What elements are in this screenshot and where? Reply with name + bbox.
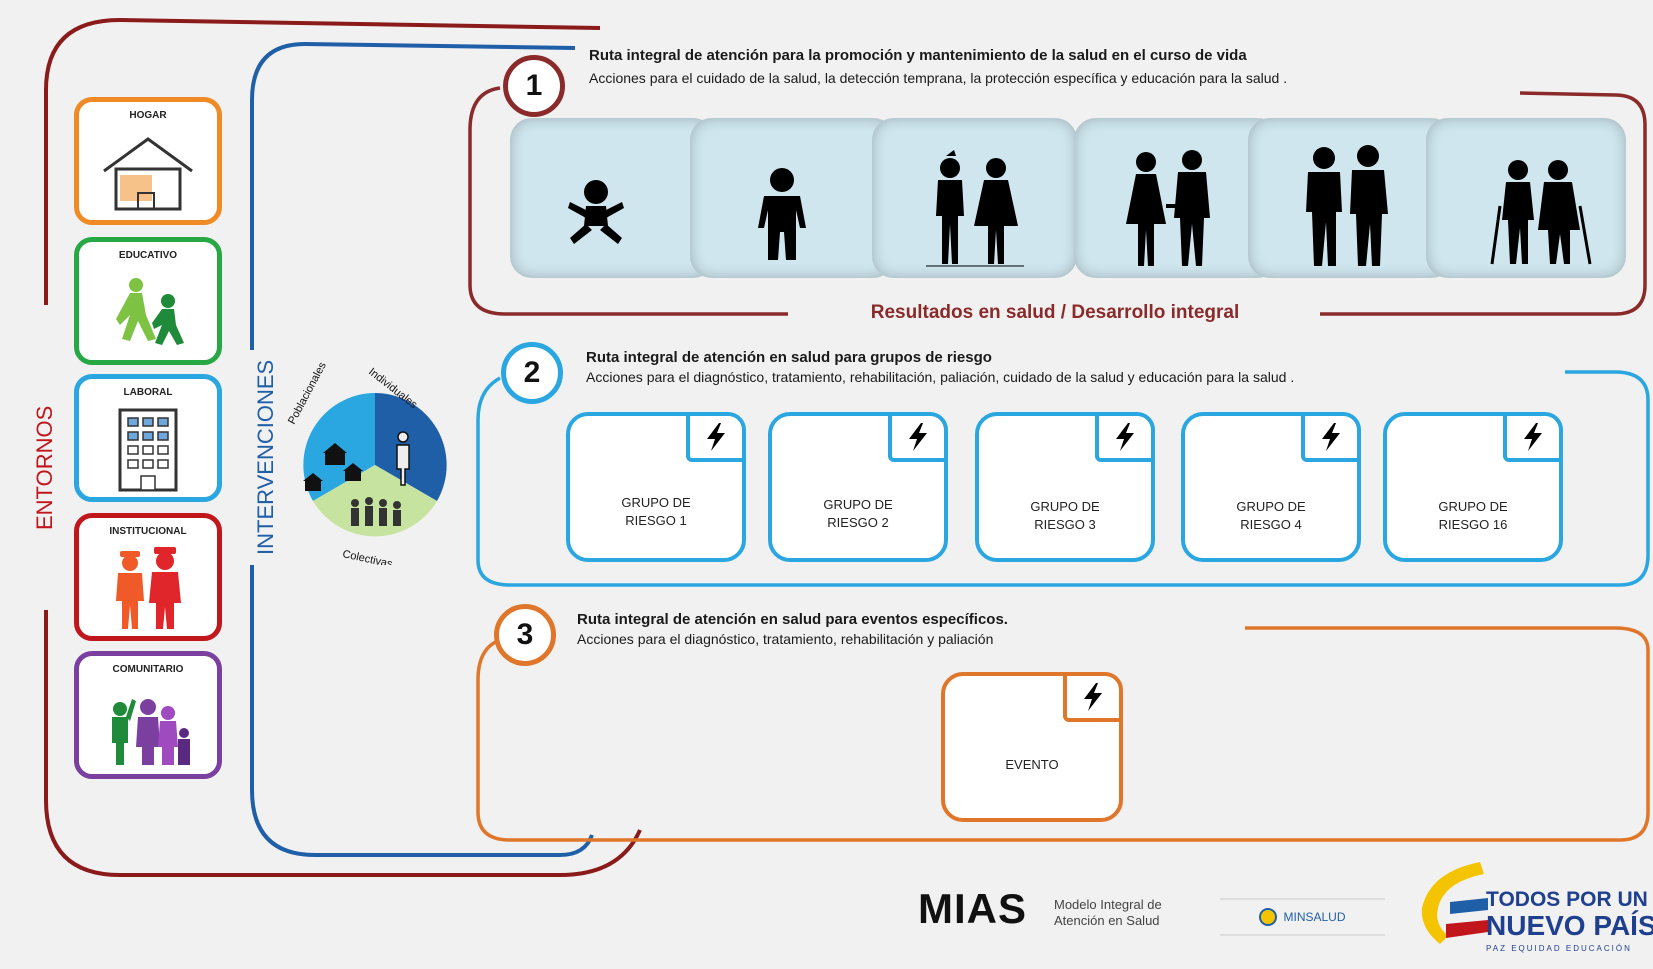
route2-number: 2 <box>501 342 563 404</box>
intervenciones-frame <box>250 41 594 857</box>
env-educativo-label: EDUCATIVO <box>118 250 178 261</box>
house-icon <box>79 128 217 218</box>
risk-group-card: GRUPO DE RIESGO 1 <box>566 412 746 562</box>
colombia-flag-logo <box>1421 862 1488 944</box>
env-comunitario-label: COMUNITARIO <box>112 664 184 675</box>
interventions-pie: Poblacionales Individuales Colectivas <box>286 360 447 565</box>
lightning-icon <box>1503 412 1563 462</box>
risk-group-line1: GRUPO DE <box>621 495 691 510</box>
risk-group-card: GRUPO DE RIESGO 3 <box>975 412 1155 562</box>
minsalud-logo: MINSALUD <box>1220 898 1385 936</box>
route3-title: Ruta integral de atención en salud para … <box>577 611 1008 628</box>
env-institucional: INSTITUCIONAL <box>74 513 222 641</box>
env-hogar: HOGAR <box>74 97 222 225</box>
risk-group-card: GRUPO DE RIESGO 16 <box>1383 412 1563 562</box>
office-building-icon <box>79 405 217 495</box>
mias-logo: MIAS <box>918 885 1027 932</box>
child-icon <box>758 168 806 260</box>
adults-icon <box>1306 145 1388 266</box>
event-card: EVENTO <box>941 672 1123 822</box>
baby-icon <box>568 180 624 244</box>
coat-of-arms-icon <box>1259 908 1278 926</box>
route2-title: Ruta integral de atención en salud para … <box>586 349 992 366</box>
env-comunitario: COMUNITARIO <box>74 651 222 779</box>
env-laboral-label: LABORAL <box>123 387 173 398</box>
risk-group-line2: RIESGO 16 <box>1438 517 1508 532</box>
lightning-icon <box>1095 412 1155 462</box>
route3-subtitle: Acciones para el diagnóstico, tratamient… <box>577 631 994 647</box>
todos-line2: NUEVO PAÍS <box>1486 910 1653 941</box>
event-label: EVENTO <box>1005 757 1059 772</box>
life-stage-teens <box>872 118 1077 278</box>
risk-group-line2: RIESGO 4 <box>1240 517 1302 532</box>
life-stage-young-adults <box>1074 118 1279 278</box>
young-adults-icon <box>1126 150 1210 266</box>
entornos-frame <box>44 17 642 877</box>
risk-group-line1: GRUPO DE <box>1030 499 1100 514</box>
life-stage-baby <box>510 118 715 278</box>
mias-line1: Modelo Integral de <box>1054 897 1162 912</box>
children-walking-icon <box>79 268 217 358</box>
entornos-label: ENTORNOS <box>32 405 57 530</box>
community-people-icon <box>79 682 217 772</box>
route2-subtitle: Acciones para el diagnóstico, tratamient… <box>586 369 1295 385</box>
env-educativo: EDUCATIVO <box>74 237 222 365</box>
lightning-icon <box>1063 672 1123 722</box>
teens-icon <box>926 150 1024 267</box>
risk-group-card: GRUPO DE RIESGO 4 <box>1181 412 1361 562</box>
risk-group-line2: RIESGO 2 <box>827 515 889 530</box>
env-institucional-label: INSTITUCIONAL <box>109 526 187 537</box>
route3-number: 3 <box>494 604 556 666</box>
lightning-icon <box>888 412 948 462</box>
risk-group-card: GRUPO DE RIESGO 2 <box>768 412 948 562</box>
route1-result: Resultados en salud / Desarrollo integra… <box>870 302 1240 323</box>
risk-group-line1: GRUPO DE <box>1236 499 1306 514</box>
route1-title: Ruta integral de atención para la promoc… <box>589 47 1247 64</box>
elderly-icon <box>1490 160 1592 265</box>
route1-number: 1 <box>503 55 565 117</box>
route1-frame <box>468 86 1647 316</box>
pie-label-colectivas: Colectivas <box>341 548 394 565</box>
lightning-icon <box>686 412 746 462</box>
route1-subtitle: Acciones para el cuidado de la salud, la… <box>589 70 1288 86</box>
life-stage-adults <box>1248 118 1453 278</box>
route3-frame <box>476 626 1650 842</box>
risk-group-line2: RIESGO 1 <box>625 513 687 528</box>
life-stage-elderly <box>1426 118 1626 278</box>
todos-line1: TODOS POR UN <box>1486 888 1648 911</box>
route2-frame <box>476 370 1650 587</box>
minsalud-label: MINSALUD <box>1283 910 1346 924</box>
risk-group-line2: RIESGO 3 <box>1034 517 1096 532</box>
todos-line3: PAZ EQUIDAD EDUCACIÓN <box>1486 944 1632 953</box>
env-laboral: LABORAL <box>74 374 222 502</box>
risk-group-line1: GRUPO DE <box>1438 499 1508 514</box>
env-hogar-label: HOGAR <box>129 110 167 121</box>
lightning-icon <box>1301 412 1361 462</box>
mias-line2: Atención en Salud <box>1054 913 1160 928</box>
uniformed-people-icon <box>79 544 217 634</box>
risk-group-line1: GRUPO DE <box>823 497 893 512</box>
life-stage-child <box>690 118 895 278</box>
